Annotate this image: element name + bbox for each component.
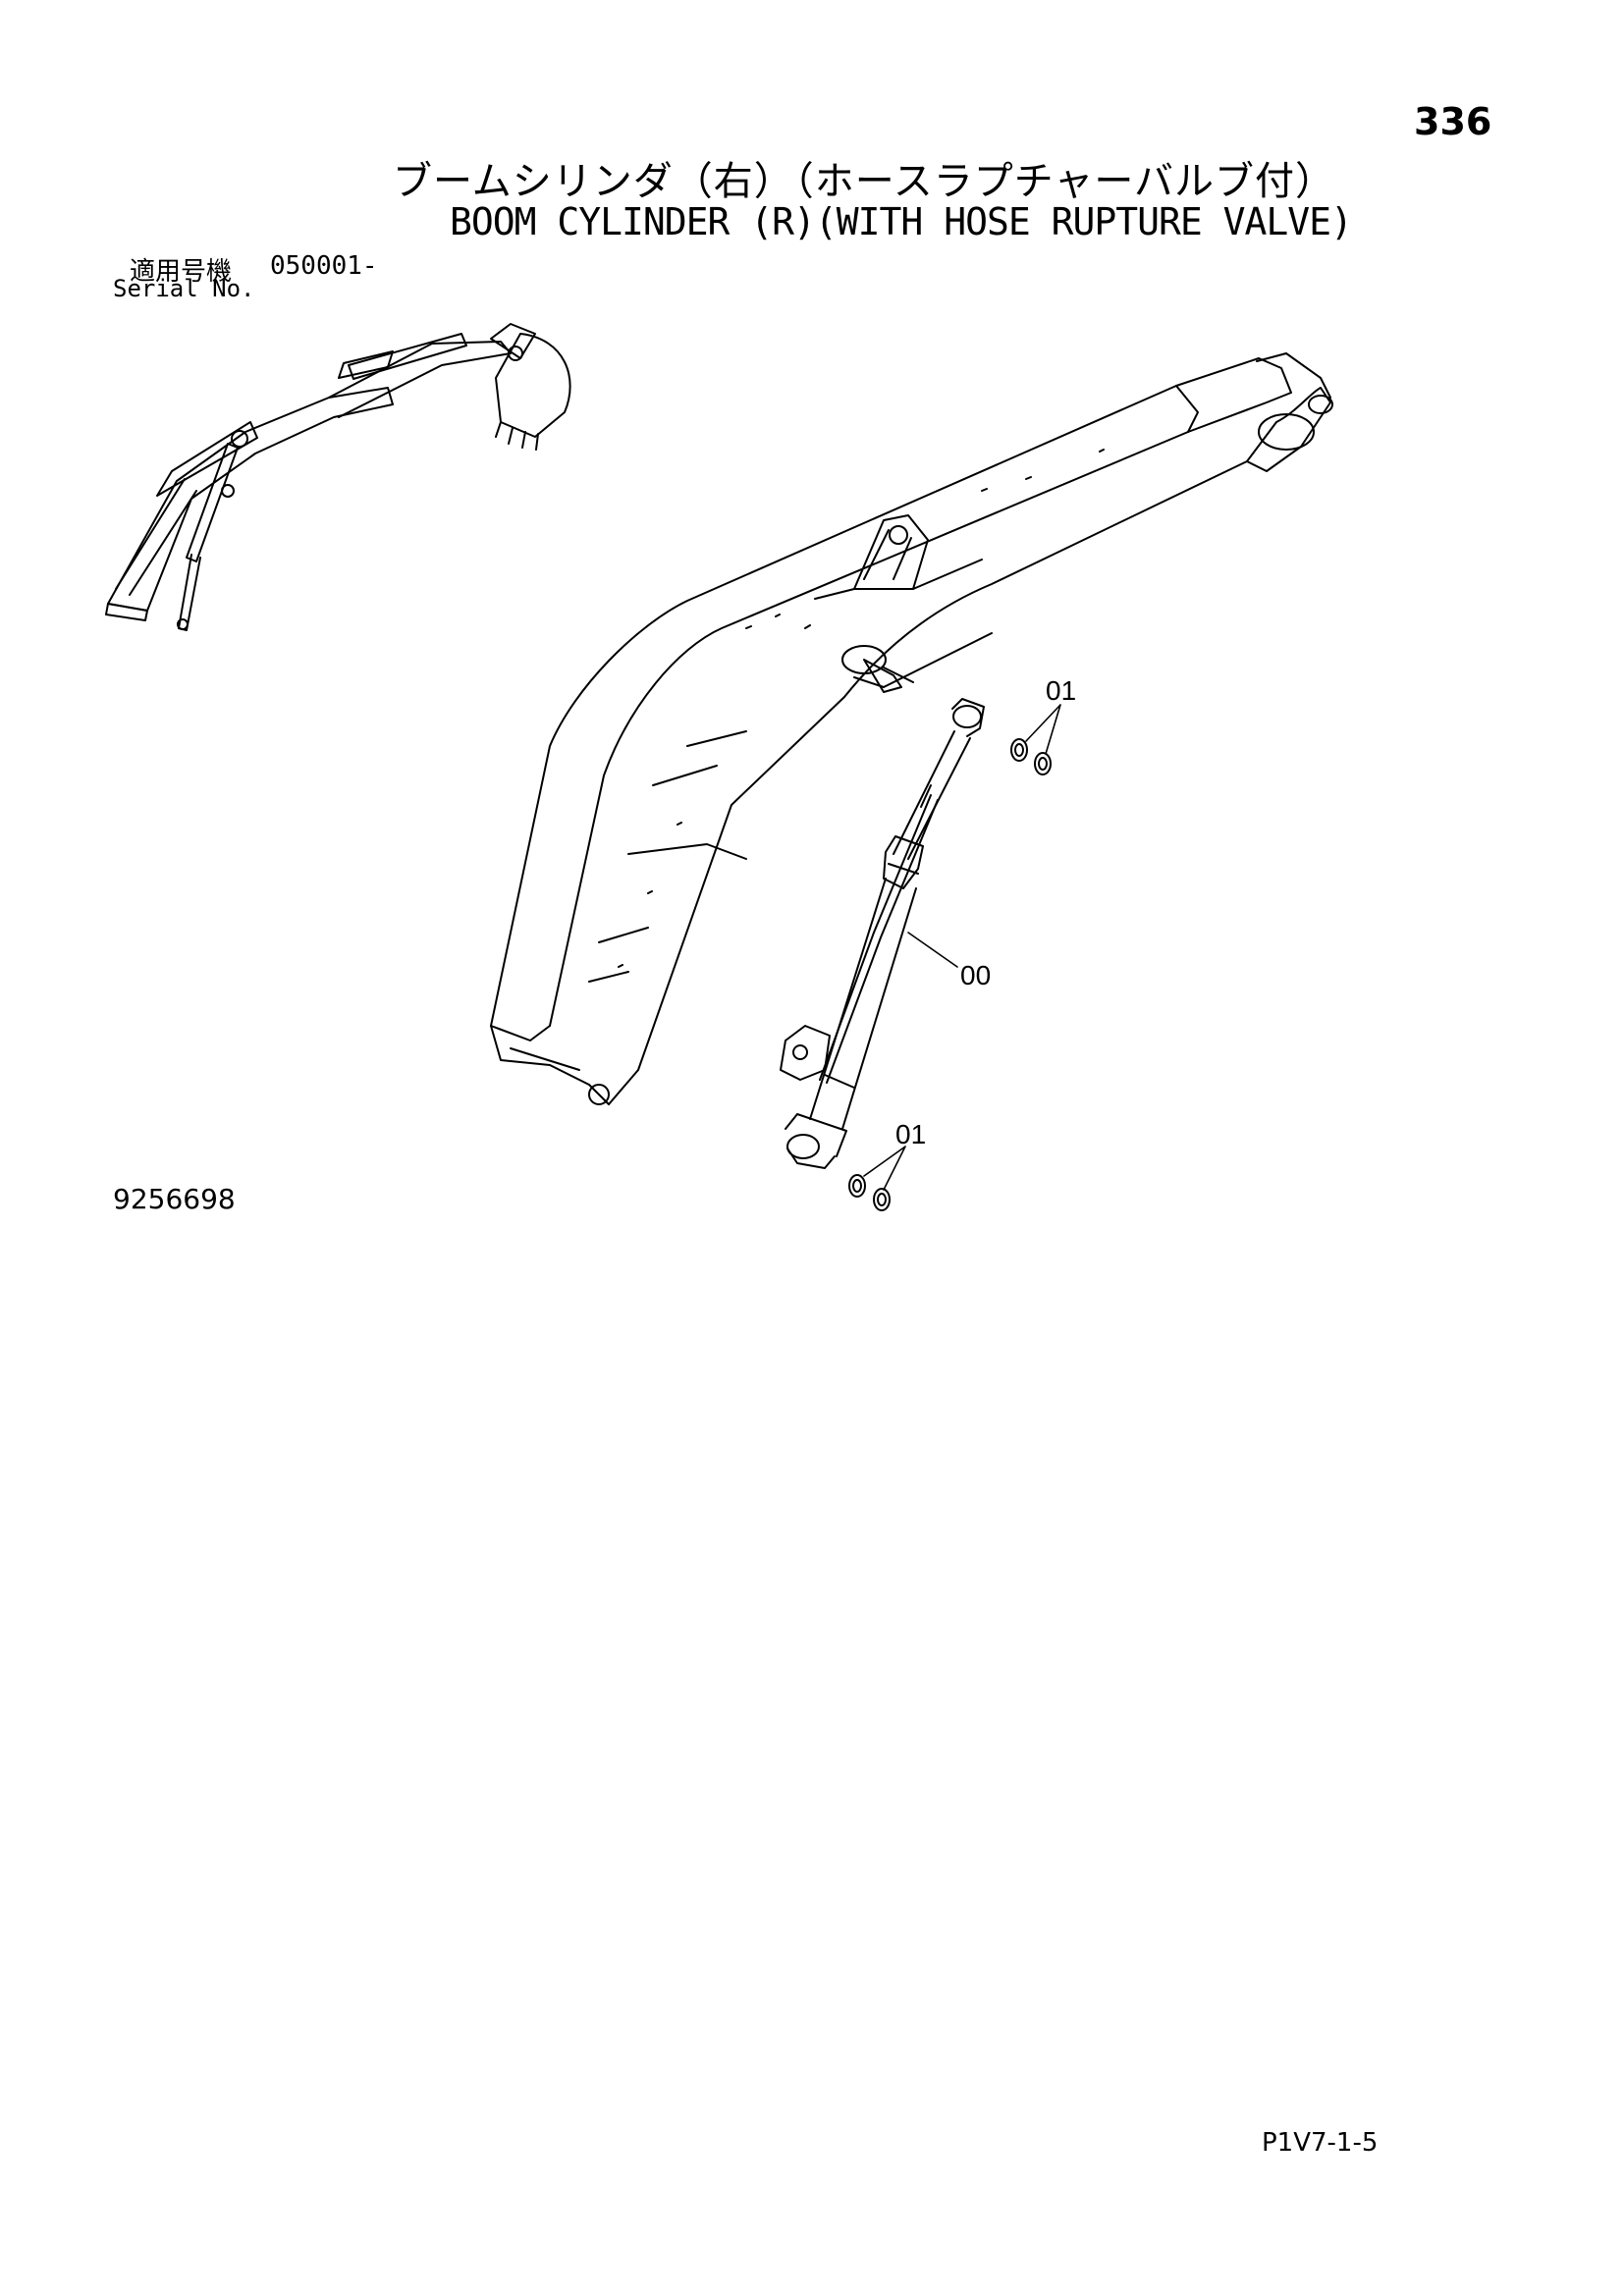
page-code: P1V7-1-5 <box>1262 2128 1379 2158</box>
callout-part-00: 00 <box>960 960 992 990</box>
boom-drawing <box>490 352 1333 1105</box>
figure-number: 9256698 <box>113 1183 236 1215</box>
callout-part-01-bottom: 01 <box>895 1119 927 1149</box>
serial-label-english: Serial No. <box>113 275 255 302</box>
page-number: 336 <box>1414 100 1492 143</box>
page-title-english: BOOM CYLINDER (R)(WITH HOSE RUPTURE VALV… <box>450 200 1353 243</box>
serial-label-japanese: 適用号機 <box>130 257 233 287</box>
boom-cylinder-drawing <box>780 698 985 1169</box>
bushings-drawing <box>848 738 1052 1211</box>
page-title-japanese: ブームシリンダ（右）（ホースラプチャーバルブ付） <box>393 159 1335 204</box>
leader-lines <box>863 704 1061 1191</box>
overview-excavator-drawing <box>105 323 571 631</box>
callout-part-01-top: 01 <box>1046 675 1077 706</box>
serial-range: 050001- <box>270 251 378 281</box>
